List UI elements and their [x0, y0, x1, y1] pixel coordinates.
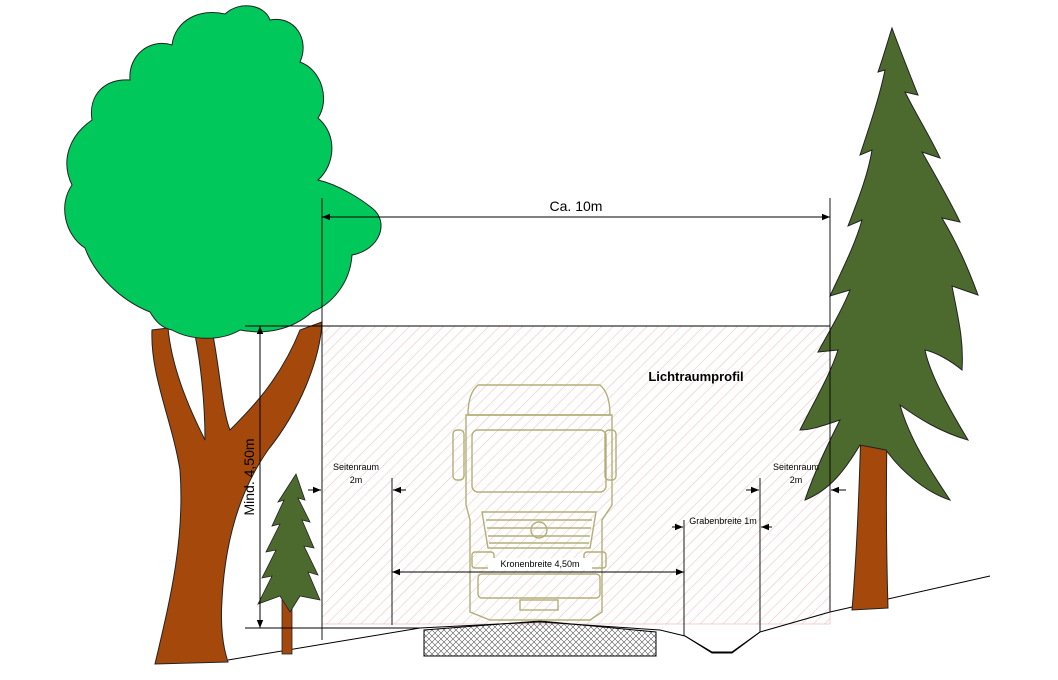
side-space-left-value: 2m	[350, 475, 363, 485]
tree-crown	[257, 473, 321, 613]
large-conifer-tree	[799, 26, 979, 611]
truck-left-mirror	[452, 429, 465, 481]
truck-cab-body	[465, 414, 613, 621]
ditch	[684, 631, 761, 654]
side-space-left-title: Seitenraum	[333, 462, 379, 472]
truck-grille	[481, 511, 597, 549]
truck-right-mirror	[604, 429, 617, 481]
total-width-label: Ca. 10m	[550, 198, 603, 214]
crown-width-label-bg	[488, 558, 592, 570]
small-conifer-tree	[257, 473, 321, 655]
tree-crown	[799, 26, 979, 501]
tree-trunk	[151, 321, 323, 665]
min-height-label: Mind. 4,50m	[241, 438, 257, 515]
road-gravel-body	[423, 620, 657, 657]
clearance-profile-label: Lichtraumprofil	[648, 369, 743, 384]
truck-windshield	[471, 429, 607, 493]
crown-width-label: Kronenbreite 4,50m	[500, 559, 579, 569]
ditch-width-label: Grabenbreite 1m	[689, 516, 757, 526]
side-space-right-value: 2m	[790, 475, 803, 485]
deciduous-tree	[64, 5, 382, 665]
truck-license-plate	[519, 599, 559, 611]
side-space-right-title: Seitenraum	[773, 462, 819, 472]
truck-emblem	[530, 521, 548, 539]
clearance-profile-area	[321, 325, 831, 625]
tree-crown	[64, 5, 382, 339]
truck	[452, 384, 617, 621]
